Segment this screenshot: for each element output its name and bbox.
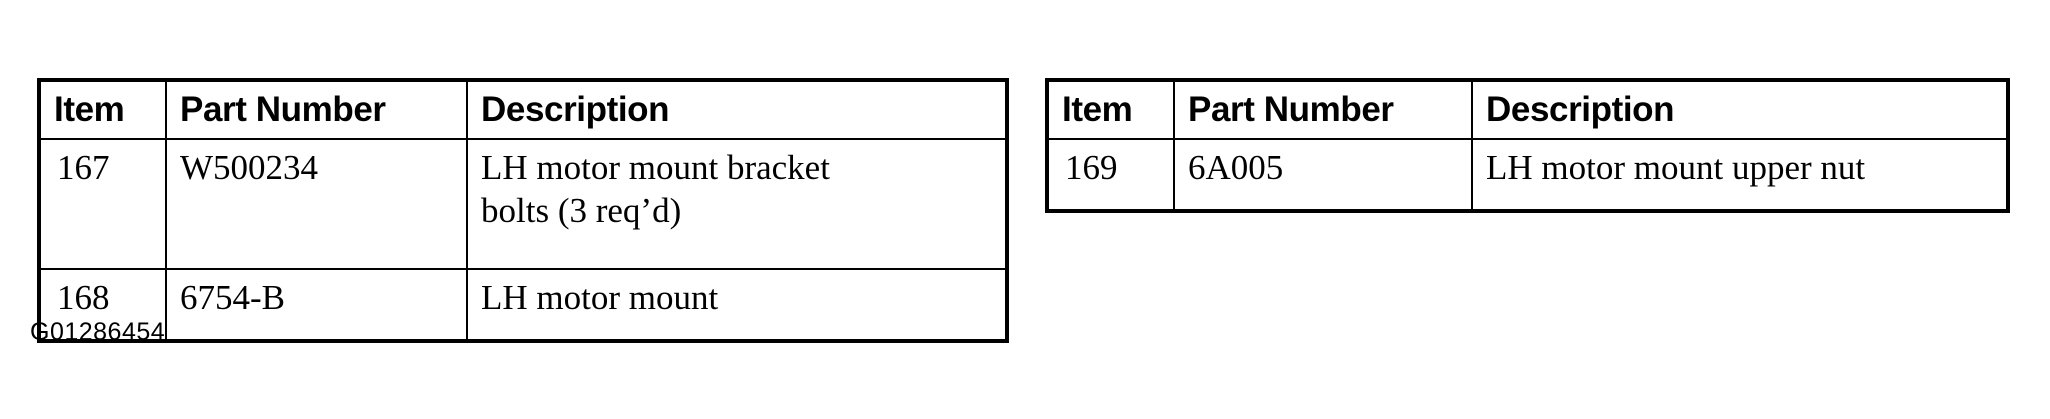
parts-table-left: Item Part Number Description 167 W500234… (37, 78, 1009, 343)
cell-item: 169 (1046, 138, 1175, 212)
cell-part-number: 6754-B (165, 268, 468, 342)
cell-part-number: W500234 (165, 138, 468, 270)
table-right-header: Item Part Number Description (1046, 79, 2009, 140)
column-header-description: Description (466, 79, 1008, 140)
description-line-2: bolts (3 req’d) (481, 190, 682, 230)
cell-part-number: 6A005 (1173, 138, 1473, 212)
column-header-item: Item (38, 79, 167, 140)
description-line-1: LH motor mount bracket (481, 148, 830, 187)
table-right-body: 169 6A005 LH motor mount upper nut (1046, 138, 2009, 212)
table-header-row: Item Part Number Description (38, 79, 1008, 140)
column-header-description: Description (1471, 79, 2009, 140)
parts-table-right: Item Part Number Description 169 6A005 L… (1045, 78, 2010, 213)
cell-description: LH motor mount upper nut (1471, 138, 2009, 212)
table-row: 167 W500234 LH motor mount bracket bolts… (38, 138, 1008, 270)
column-header-item: Item (1046, 79, 1175, 140)
description-line-1: LH motor mount upper nut (1486, 148, 1866, 187)
description-line-1: LH motor mount (481, 278, 719, 317)
column-header-part-number: Part Number (1173, 79, 1473, 140)
cell-item: 168 (38, 268, 167, 342)
table-row: 168 6754-B LH motor mount (38, 268, 1008, 342)
table-row: 169 6A005 LH motor mount upper nut (1046, 138, 2009, 212)
cell-description: LH motor mount bracket bolts (3 req’d) (466, 138, 1008, 270)
table-left-body: 167 W500234 LH motor mount bracket bolts… (38, 138, 1008, 342)
column-header-part-number: Part Number (165, 79, 468, 140)
figure-caption: G01286454 (30, 318, 166, 346)
table-left-header: Item Part Number Description (38, 79, 1008, 140)
table-header-row: Item Part Number Description (1046, 79, 2009, 140)
cell-item: 167 (38, 138, 167, 270)
cell-description: LH motor mount (466, 268, 1008, 342)
